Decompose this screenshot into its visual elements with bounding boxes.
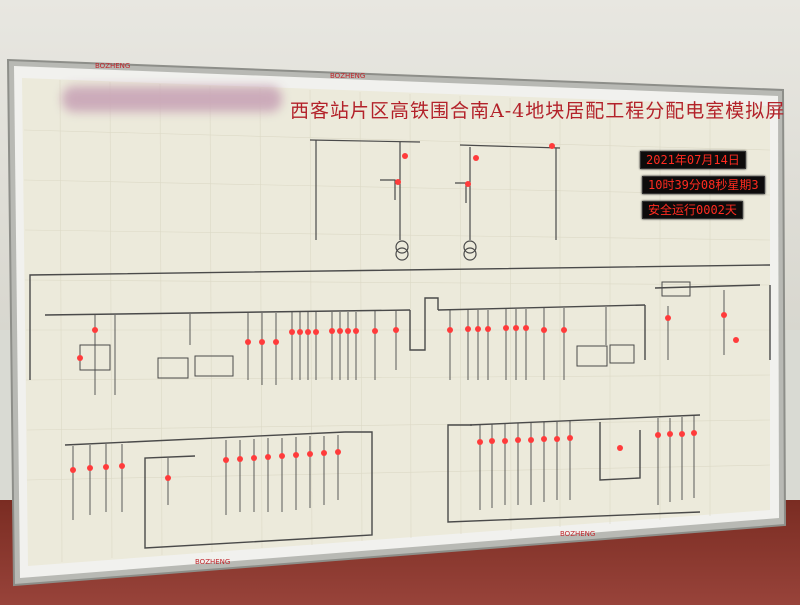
lower-busbars <box>64 414 701 549</box>
brand-label-top-2: BOZHENG <box>330 72 366 80</box>
brand-label-bottom: BOZHENG <box>195 558 231 566</box>
brand-label-bottom-2: BOZHENG <box>560 530 596 538</box>
middle-feeders <box>94 290 725 395</box>
led-time-display: 10时39分08秒星期3 <box>642 176 765 194</box>
status-indicators <box>70 143 739 481</box>
led-date-display: 2021年07月14日 <box>640 151 746 169</box>
board-title: 西客站片区高铁围合南A-4地块居配工程分配电室模拟屏 <box>290 100 786 122</box>
brand-label-top: BOZHENG <box>95 62 131 70</box>
blurred-company-name <box>62 86 282 112</box>
busbars <box>29 264 771 380</box>
equipment-boxes <box>79 281 691 379</box>
led-safe-run-display: 安全运行0002天 <box>642 201 743 219</box>
